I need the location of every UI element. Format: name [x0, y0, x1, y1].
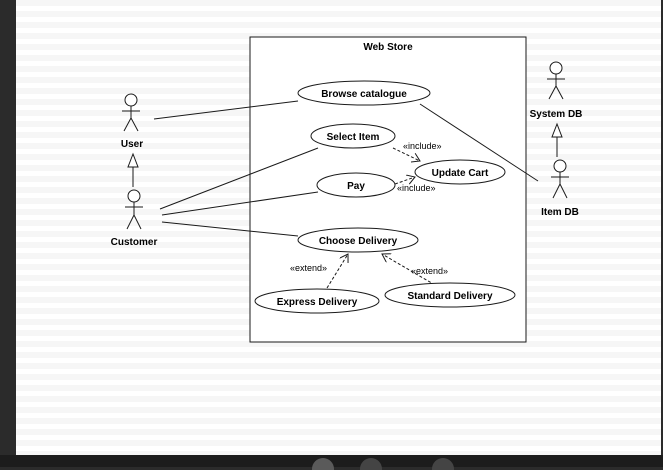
usecase-label-standard-delivery: Standard Delivery — [407, 291, 492, 302]
usecase-browse-catalogue — [297, 80, 431, 106]
actor-system-db-label: System DB — [530, 109, 583, 120]
include-pay-update — [394, 177, 415, 185]
usecase-express-delivery — [254, 288, 380, 314]
actor-system-db-head — [549, 61, 563, 75]
include-label-select: «include» — [403, 141, 442, 151]
assoc-user-browse — [153, 100, 299, 120]
actor-user-label: User — [121, 139, 143, 150]
actor-customer — [125, 189, 143, 230]
usecase-label-choose-delivery: Choose Delivery — [319, 236, 398, 247]
viewer-toolbar — [0, 455, 663, 470]
usecase-label-select-item: Select Item — [327, 132, 380, 143]
extend-standard-delivery — [382, 254, 436, 286]
extend-label-standard: «extend» — [411, 266, 448, 276]
usecase-choose-delivery — [297, 227, 419, 253]
actor-system-db — [547, 61, 565, 100]
extend-express-delivery — [326, 254, 348, 289]
usecase-pay — [316, 172, 396, 198]
assoc-browse-itemdb — [419, 103, 539, 182]
zoom-in-button[interactable] — [360, 458, 382, 470]
generalization-customer-user-head — [127, 152, 139, 168]
use-case-diagram: Web Store «include» «include» «extend» «… — [111, 36, 583, 343]
usecase-select-item — [310, 123, 396, 149]
actor-item-db — [551, 159, 569, 199]
assoc-customer-delivery — [161, 221, 299, 237]
include-label-pay: «include» — [397, 183, 436, 193]
assoc-customer-select — [159, 147, 319, 210]
dependencies — [326, 147, 436, 289]
usecase-update-cart — [414, 159, 506, 185]
system-title: Web Store — [363, 42, 413, 53]
actor-user-head — [124, 93, 138, 107]
extend-label-express: «extend» — [290, 263, 327, 273]
usecase-standard-delivery — [384, 282, 516, 308]
fullscreen-button[interactable] — [432, 458, 454, 470]
usecase-label-express-delivery: Express Delivery — [277, 297, 358, 308]
actor-item-db-head — [553, 159, 567, 173]
actor-user — [122, 93, 140, 132]
actor-customer-label: Customer — [111, 237, 158, 248]
actor-item-db-label: Item DB — [541, 207, 579, 218]
assoc-customer-pay — [161, 191, 319, 216]
zoom-out-button[interactable] — [312, 458, 334, 470]
usecase-label-update-cart: Update Cart — [432, 168, 489, 179]
actor-customer-head — [127, 189, 141, 203]
image-viewer: Web Store «include» «include» «extend» «… — [16, 0, 661, 455]
associations — [153, 100, 539, 237]
generalization-itemdb-systemdb-head — [551, 122, 563, 138]
usecase-label-browse-catalogue: Browse catalogue — [321, 89, 407, 100]
usecase-label-pay: Pay — [347, 181, 365, 192]
